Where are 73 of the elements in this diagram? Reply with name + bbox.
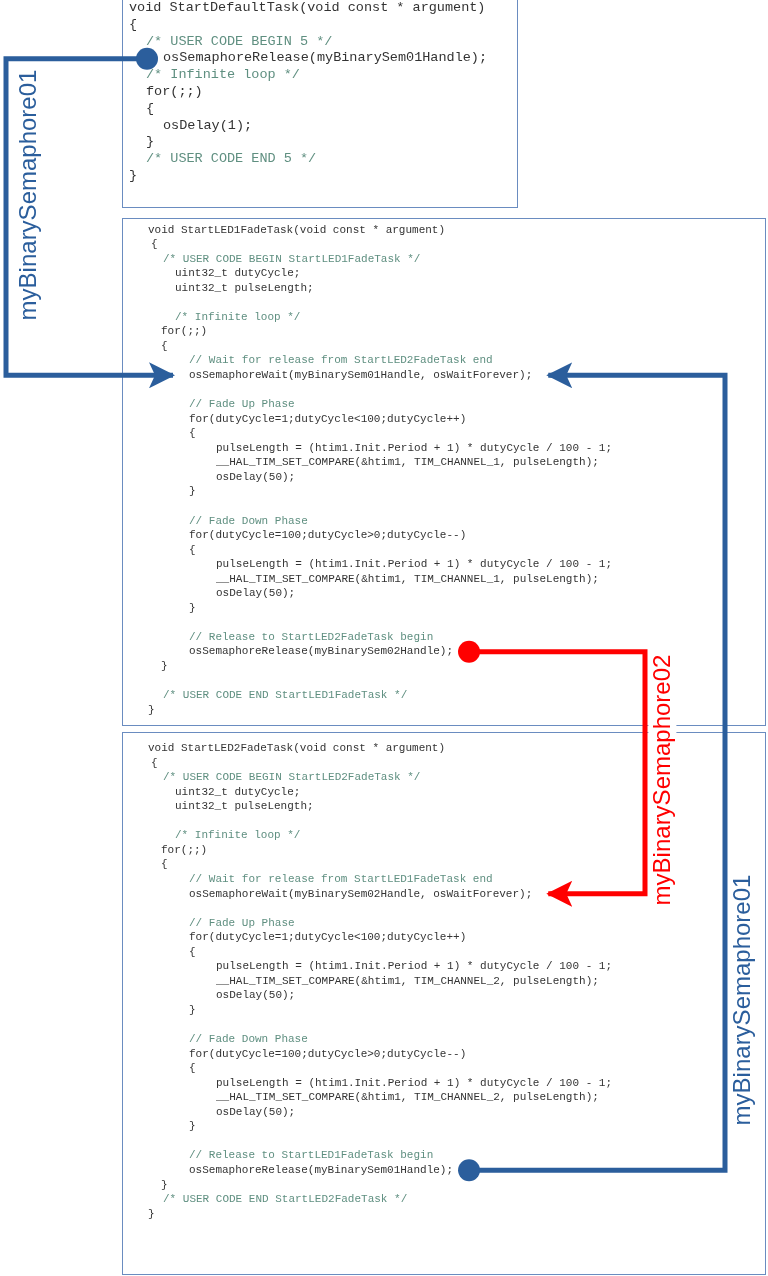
code-comment: /* USER CODE BEGIN 5 */: [146, 33, 333, 51]
code-line: for(dutyCycle=1;dutyCycle<100;dutyCycle++): [189, 411, 467, 427]
code-comment: // Fade Down Phase: [189, 1032, 308, 1047]
code-line: osSemaphoreWait(myBinarySem01Handle, osWaitForever);: [173, 368, 549, 383]
code-line: }: [129, 168, 138, 185]
code-line: uint32_t dutyCycle;: [175, 784, 301, 800]
code-line: osDelay(1);: [163, 117, 253, 135]
code-comment: /* Infinite loop */: [146, 67, 300, 84]
code-line: {: [161, 338, 168, 354]
code-line: }: [161, 1177, 168, 1193]
code-line: pulseLength = (htim1.Init.Period + 1) * dutyCycle / 100 - 1;: [216, 557, 613, 572]
code-line: uint32_t pulseLength;: [175, 799, 314, 814]
code-line: {: [189, 426, 196, 441]
code-comment: /* Infinite loop */: [175, 828, 301, 843]
code-line: osSemaphoreRelease(myBinarySem01Handle);: [147, 50, 504, 68]
code-line: {: [189, 944, 196, 960]
code-comment: // Fade Up Phase: [189, 915, 295, 931]
code-line: osDelay(50);: [216, 586, 296, 601]
code-line: void StartDefaultTask(void const * argument): [129, 0, 486, 17]
code-line: {: [161, 857, 168, 872]
code-line: {: [189, 542, 196, 558]
code-line: }: [148, 1206, 155, 1222]
code-line: }: [189, 1119, 196, 1134]
code-line: pulseLength = (htim1.Init.Period + 1) * dutyCycle / 100 - 1;: [216, 1075, 613, 1091]
code-line: }: [189, 1002, 196, 1018]
code-line: uint32_t pulseLength;: [175, 280, 314, 296]
code-line: }: [189, 600, 196, 616]
code-line: {: [151, 755, 158, 771]
code-line: for(dutyCycle=100;dutyCycle>0;dutyCycle--): [189, 528, 467, 543]
code-line: {: [146, 100, 155, 118]
code-line: osDelay(50);: [216, 988, 296, 1003]
code-comment: // Wait for release from StartLED2FadeTask end: [189, 353, 493, 368]
code-comment: // Fade Up Phase: [189, 397, 295, 412]
code-line: osSemaphoreRelease(myBinarySem02Handle);: [173, 644, 470, 659]
code-comment: // Release to StartLED1FadeTask begin: [189, 1148, 434, 1163]
code-line: }: [148, 702, 155, 718]
code-line: }: [189, 484, 196, 499]
code-line: osSemaphoreWait(myBinarySem02Handle, osWaitForever);: [173, 886, 549, 902]
code-line: __HAL_TIM_SET_COMPARE(&htim1, TIM_CHANNEL_2, pulseLength);: [216, 973, 599, 989]
code-comment: /* Infinite loop */: [175, 309, 301, 325]
code-line: for(;;): [161, 842, 208, 858]
code-comment: // Wait for release from StartLED1FadeTask end: [189, 871, 493, 887]
code-comment: /* USER CODE BEGIN StartLED1FadeTask */: [163, 251, 421, 267]
code-comment: /* USER CODE END 5 */: [146, 151, 317, 168]
code-line: for(dutyCycle=100;dutyCycle>0;dutyCycle--): [189, 1046, 467, 1062]
arrow: [458, 640, 648, 907]
code-comment: /* USER CODE BEGIN StartLED2FadeTask */: [163, 770, 421, 785]
code-line: void StartLED1FadeTask(void const * argument): [148, 222, 446, 238]
code-comment: // Fade Down Phase: [189, 513, 308, 529]
arrow: [3, 47, 175, 389]
code-line: __HAL_TIM_SET_COMPARE(&htim1, TIM_CHANNEL_2, pulseLength);: [216, 1090, 599, 1105]
code-line: for(dutyCycle=1;dutyCycle<100;dutyCycle++): [189, 930, 467, 945]
code-line: }: [161, 659, 168, 674]
code-line: for(;;): [146, 84, 203, 101]
code-comment: /* USER CODE END StartLED2FadeTask */: [163, 1192, 408, 1207]
code-line: for(;;): [161, 324, 208, 339]
code-line: __HAL_TIM_SET_COMPARE(&htim1, TIM_CHANNEL_1, pulseLength);: [216, 455, 599, 470]
code-line: uint32_t dutyCycle;: [175, 266, 301, 281]
code-line: {: [189, 1061, 196, 1076]
code-line: {: [129, 16, 138, 34]
code-line: }: [146, 134, 155, 152]
code-panel: [122, 0, 518, 208]
code-line: void StartLED2FadeTask(void const * argument): [148, 741, 446, 756]
code-line: osSemaphoreRelease(myBinarySem01Handle);: [173, 1162, 470, 1178]
code-line: osDelay(50);: [216, 1104, 296, 1120]
code-comment: // Release to StartLED2FadeTask begin: [189, 629, 434, 645]
code-line: pulseLength = (htim1.Init.Period + 1) * dutyCycle / 100 - 1;: [216, 440, 613, 456]
arrow: [458, 362, 728, 1182]
code-line: __HAL_TIM_SET_COMPARE(&htim1, TIM_CHANNEL_1, pulseLength);: [216, 571, 599, 587]
code-line: osDelay(50);: [216, 469, 296, 485]
code-comment: /* USER CODE END StartLED1FadeTask */: [163, 688, 408, 703]
code-line: {: [151, 237, 158, 252]
code-line: pulseLength = (htim1.Init.Period + 1) * dutyCycle / 100 - 1;: [216, 959, 613, 974]
